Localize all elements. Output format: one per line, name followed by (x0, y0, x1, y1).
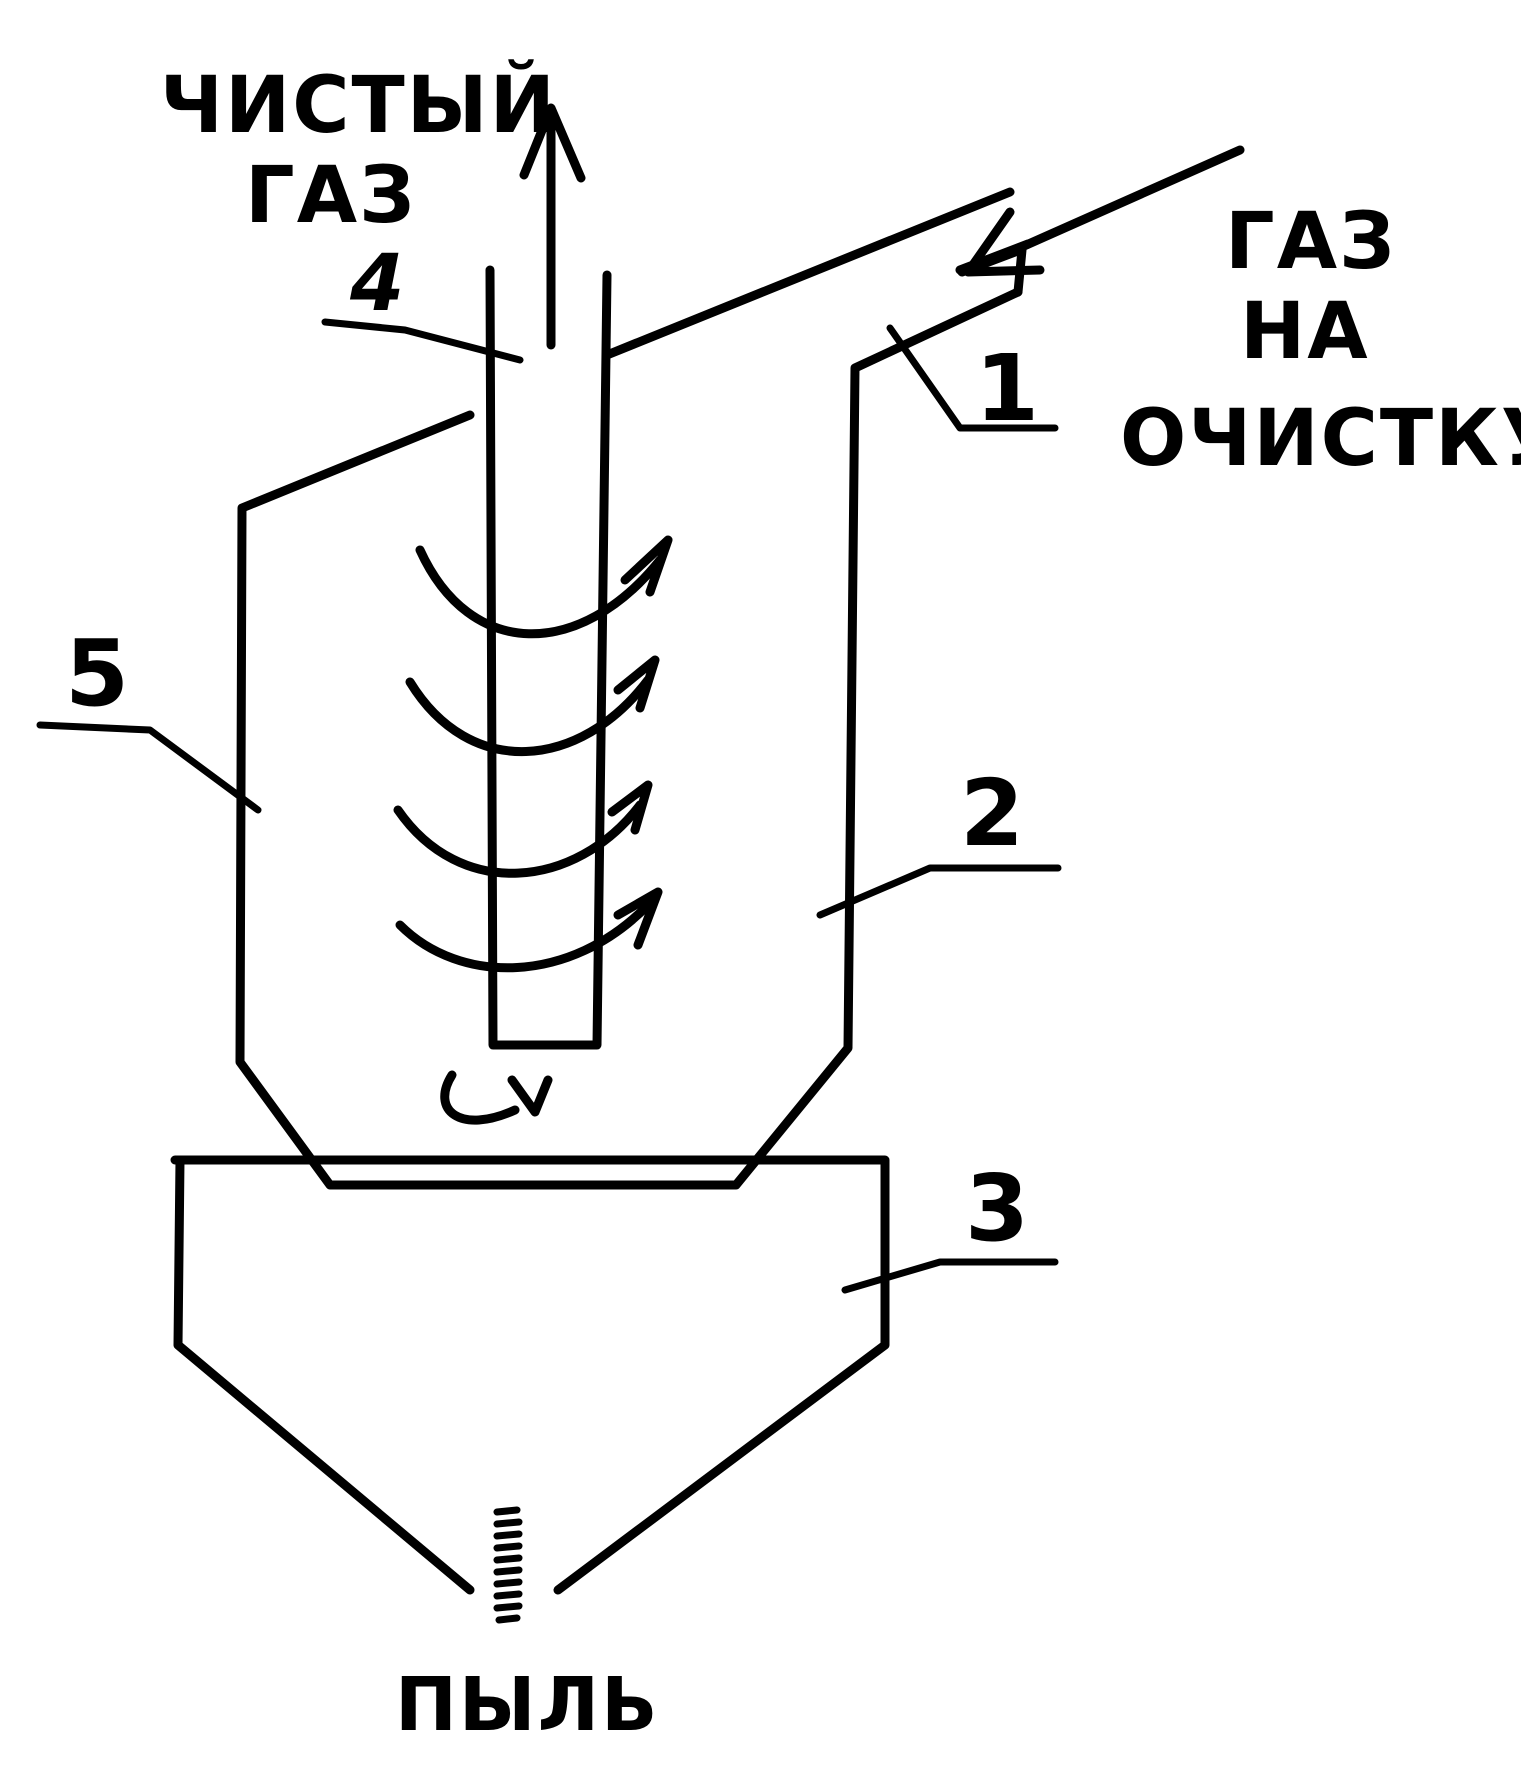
inlet-label-line1: ГАЗ (1225, 197, 1396, 287)
dust-label: ПЫЛЬ (395, 1662, 659, 1748)
part-label-3: 3 (965, 1155, 1029, 1262)
part-label-4: 4 (349, 239, 404, 329)
dust-spring-icon (493, 1506, 523, 1624)
cyclone-body (235, 187, 1023, 1190)
clean-gas-label-line2: ГАЗ (245, 151, 416, 241)
inlet-label-line2: НА (1240, 287, 1370, 377)
inlet-gas-arrow (963, 145, 1245, 277)
clean-gas-label-line1: ЧИСТЫЙ (160, 59, 557, 151)
inlet-label-line3: ОЧИСТКУ (1120, 394, 1521, 484)
outlet-pipe (485, 265, 612, 1050)
clean-gas-arrow (519, 103, 586, 350)
part-label-5: 5 (65, 620, 129, 727)
part-label-2: 2 (960, 760, 1024, 867)
swirl-arrows (393, 535, 673, 1125)
dust-bunker (170, 1155, 890, 1595)
part-label-1: 1 (975, 335, 1039, 442)
leader-lines (36, 318, 1062, 1294)
